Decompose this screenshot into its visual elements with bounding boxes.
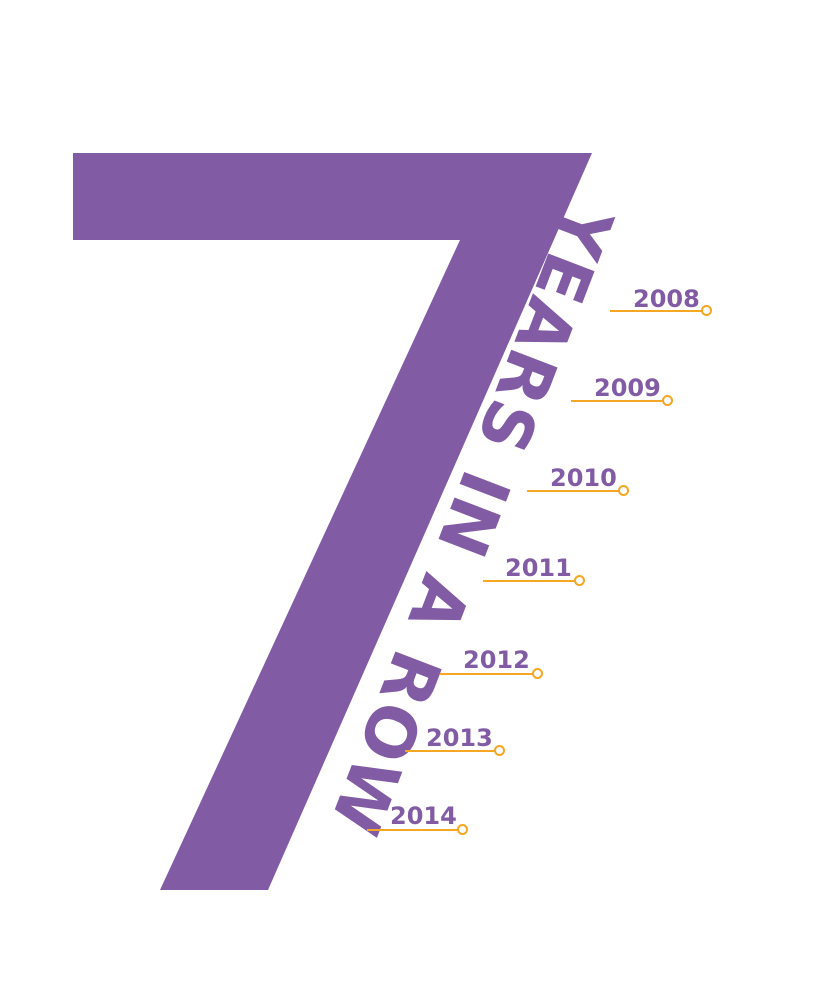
year-dot-icon — [574, 575, 585, 586]
year-underline — [571, 400, 664, 402]
year-underline — [610, 310, 703, 312]
year-underline — [527, 490, 620, 492]
year-label: 2010 — [550, 464, 617, 492]
year-underline — [483, 580, 576, 582]
year-dot-icon — [494, 745, 505, 756]
year-label: 2009 — [594, 374, 661, 402]
seven-shape — [73, 153, 592, 890]
year-underline — [440, 673, 533, 675]
year-label: 2008 — [633, 285, 700, 313]
year-label: 2011 — [505, 554, 572, 582]
year-dot-icon — [532, 668, 543, 679]
year-dot-icon — [618, 485, 629, 496]
year-dot-icon — [457, 824, 468, 835]
year-underline — [367, 829, 460, 831]
year-dot-icon — [662, 395, 673, 406]
year-dot-icon — [701, 305, 712, 316]
year-label: 2013 — [426, 724, 493, 752]
year-label: 2012 — [463, 646, 530, 674]
year-label: 2014 — [390, 802, 457, 830]
year-underline — [405, 750, 498, 752]
